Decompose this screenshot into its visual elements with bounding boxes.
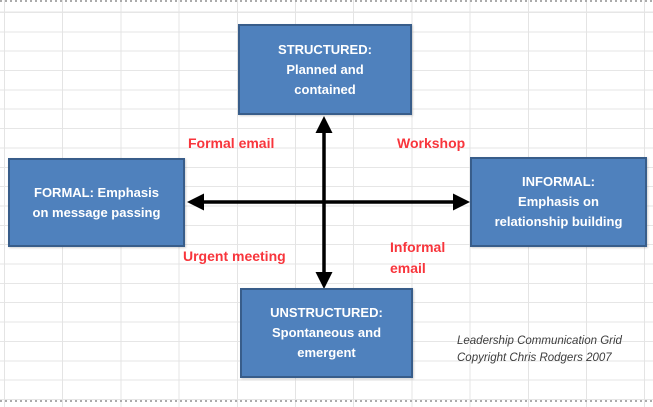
attribution-title-line: Leadership Communication Grid — [457, 335, 622, 347]
attribution-copyright-line: Copyright Chris Rodgers 2007 — [457, 352, 612, 364]
horizontal-double-arrow-icon — [187, 193, 470, 211]
page-break-line-bottom — [0, 400, 653, 402]
informal-box: INFORMAL: Emphasis on relationship build… — [470, 157, 647, 247]
page-break-line-top — [0, 0, 653, 2]
quadrant-label-informal-email: Informal email — [390, 239, 446, 276]
quadrant-label-workshop: Workshop — [397, 135, 466, 151]
attribution: Leadership Communication Grid Copyright … — [457, 333, 653, 367]
formal-box: FORMAL: Emphasis on message passing — [8, 158, 185, 247]
vertical-double-arrow-icon — [315, 116, 333, 289]
quadrant-label-urgent-meeting: Urgent meeting — [183, 248, 286, 264]
quadrant-label-formal-email: Formal email — [188, 135, 275, 151]
structured-box: STRUCTURED: Planned and contained — [238, 24, 412, 115]
unstructured-box: UNSTRUCTURED: Spontaneous and emergent — [240, 288, 413, 378]
